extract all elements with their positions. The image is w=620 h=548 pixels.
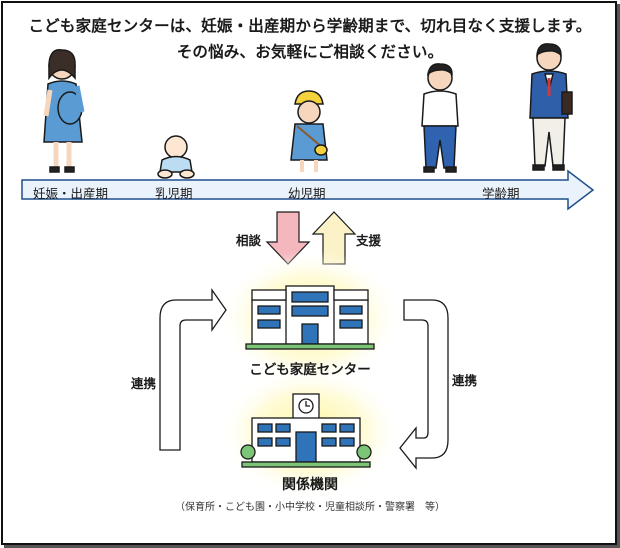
cooperation-arrow-left: [159, 287, 227, 451]
stage-label-pregnancy: 妊娠・出産期: [33, 186, 109, 201]
stage-label-school-age: 学齢期: [482, 186, 520, 201]
student-illustration: [529, 43, 573, 171]
headline-line-1: こども家庭センターは、妊娠・出産期から学齢期まで、切れ目なく支援します。: [28, 17, 592, 35]
pregnant-woman-illustration: [43, 49, 85, 173]
schoolchild-illustration: [421, 63, 459, 173]
stage-label-early-childhood: 幼児期: [288, 186, 326, 201]
tree-icon: [240, 444, 256, 460]
agencies-building-icon: [240, 393, 372, 468]
center-name: こども家庭センター: [249, 362, 371, 378]
agencies-name: 関係機関: [282, 477, 338, 493]
consult-label: 相談: [236, 233, 262, 248]
toddler-illustration: [290, 90, 328, 172]
cooperation-label-left: 連携: [131, 376, 157, 391]
stage-label-infancy: 乳児期: [155, 186, 193, 201]
agencies-examples: （保育所・こども園・小中学校・児童相談所・警察署 等）: [175, 502, 445, 513]
cooperation-arrow-right: [399, 299, 449, 470]
timeline-arrow: [21, 169, 595, 211]
headline-line-2: その悩み、お気軽にご相談ください。: [176, 43, 444, 61]
baby-illustration: [157, 135, 195, 179]
center-building-icon: [245, 285, 375, 350]
cooperation-label-right: 連携: [452, 373, 478, 388]
support-label: 支援: [356, 233, 382, 248]
